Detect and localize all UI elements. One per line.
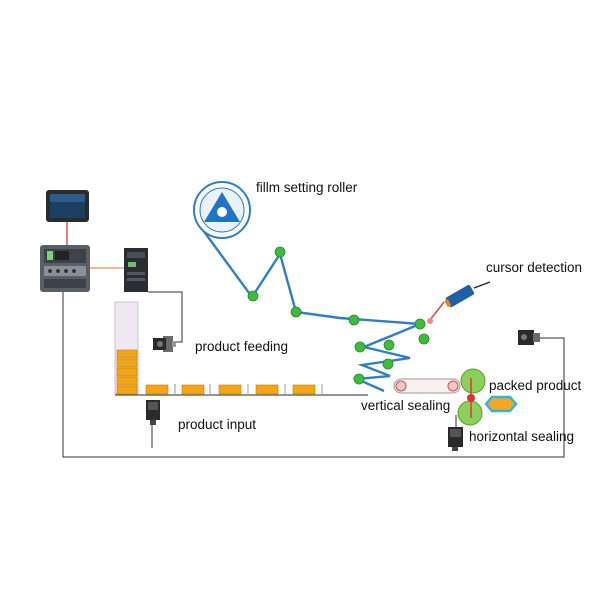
film-setting-roller-icon bbox=[193, 181, 251, 239]
film-guide-rollers bbox=[247, 246, 430, 385]
product-item bbox=[218, 384, 242, 395]
label-cursor-detection: cursor detection bbox=[486, 260, 582, 275]
guide-roller bbox=[353, 373, 365, 385]
input-servo-motor-icon bbox=[146, 400, 160, 425]
servo-drive-icon bbox=[124, 248, 148, 292]
output-servo-motor-icon bbox=[518, 330, 540, 345]
guide-roller bbox=[354, 341, 366, 353]
vertical-sealing-unit bbox=[393, 378, 461, 394]
feeding-servo-motor-icon bbox=[153, 336, 176, 352]
label-product-feeding: product feeding bbox=[195, 339, 288, 354]
guide-roller bbox=[274, 246, 286, 258]
photo-eye-sensor-icon bbox=[427, 281, 491, 324]
hmi-touchscreen-icon bbox=[46, 190, 89, 222]
film-path bbox=[196, 221, 421, 393]
horizontal-sealing-unit bbox=[457, 368, 486, 426]
label-film-setting-roller: fillm setting roller bbox=[256, 180, 358, 195]
product-item bbox=[145, 384, 169, 395]
plc-controller-icon bbox=[40, 245, 90, 292]
label-horizontal-sealing: horizontal sealing bbox=[469, 429, 574, 444]
guide-roller bbox=[247, 290, 259, 302]
label-vertical-sealing: vertical sealing bbox=[361, 398, 450, 413]
guide-roller bbox=[414, 318, 426, 330]
product-hopper bbox=[114, 301, 139, 395]
product-conveyor bbox=[115, 384, 368, 396]
packed-product-icon bbox=[484, 395, 518, 413]
guide-roller bbox=[418, 333, 430, 345]
sealing-servo-motor-icon bbox=[448, 427, 463, 451]
product-item bbox=[181, 384, 205, 395]
product-item bbox=[255, 384, 279, 395]
guide-roller bbox=[383, 339, 395, 351]
guide-roller bbox=[382, 358, 394, 370]
guide-roller bbox=[290, 306, 302, 318]
label-packed-product: packed product bbox=[489, 378, 582, 393]
label-product-input: product input bbox=[178, 417, 256, 432]
guide-roller bbox=[348, 314, 360, 326]
product-item bbox=[292, 384, 316, 395]
